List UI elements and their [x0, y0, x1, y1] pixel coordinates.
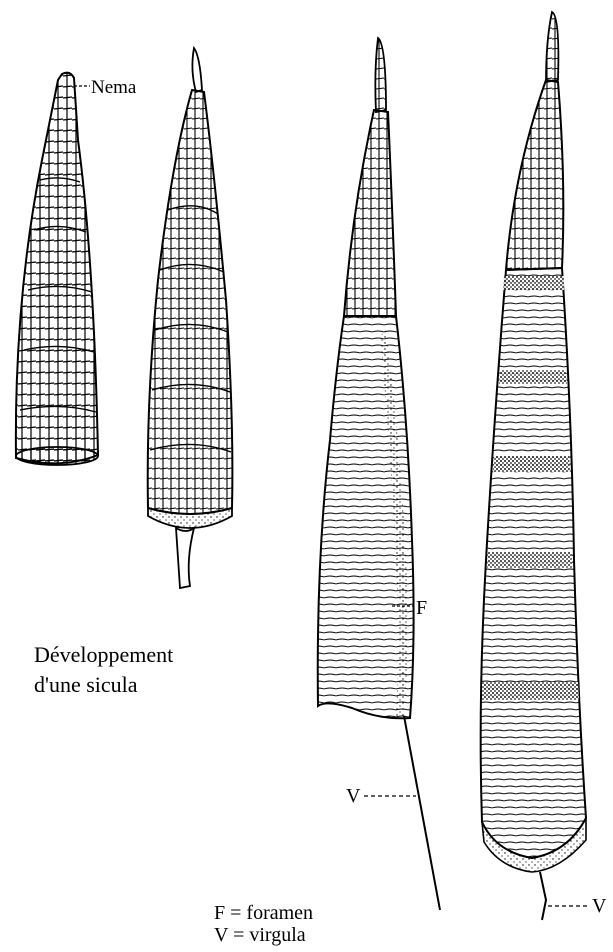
sicula-stage-4	[481, 12, 590, 920]
sicula-1-body	[16, 73, 98, 464]
sicula-stage-1	[16, 73, 98, 465]
sicula-3-virgula	[404, 716, 440, 910]
sicula-4-band-3	[493, 456, 570, 472]
figure-caption: Développement d'une sicula	[34, 640, 173, 700]
sicula-4-band-5	[482, 682, 579, 700]
sicula-4-nema	[546, 12, 558, 82]
nema-label: Nema	[91, 78, 136, 97]
sicula-3-prosicula	[344, 110, 396, 316]
legend-foramen: F = foramen	[214, 902, 313, 924]
sicula-1-aperture	[16, 447, 98, 465]
sicula-4-band-4	[487, 552, 572, 568]
virgula-label-1: V	[346, 786, 360, 806]
sicula-2-nema	[192, 48, 202, 92]
virgula-label-2: V	[592, 896, 606, 916]
sicula-3-nema	[375, 38, 386, 112]
abbreviation-legend: F = foramen V = virgula	[214, 902, 313, 946]
foramen-label: F	[416, 598, 427, 618]
sicula-stage-2	[148, 48, 233, 588]
sicula-2-spine	[176, 528, 194, 588]
legend-virgula: V = virgula	[214, 924, 313, 946]
caption-line-2: d'une sicula	[34, 670, 173, 700]
sicula-4-band-1	[503, 276, 564, 290]
caption-line-1: Développement	[34, 640, 173, 670]
sicula-4-prosicula	[506, 80, 563, 270]
sicula-stage-3	[318, 38, 440, 910]
sicula-2-body	[148, 90, 233, 514]
sicula-4-virgula-stub	[540, 872, 546, 920]
sicula-4-band-2	[499, 370, 567, 384]
